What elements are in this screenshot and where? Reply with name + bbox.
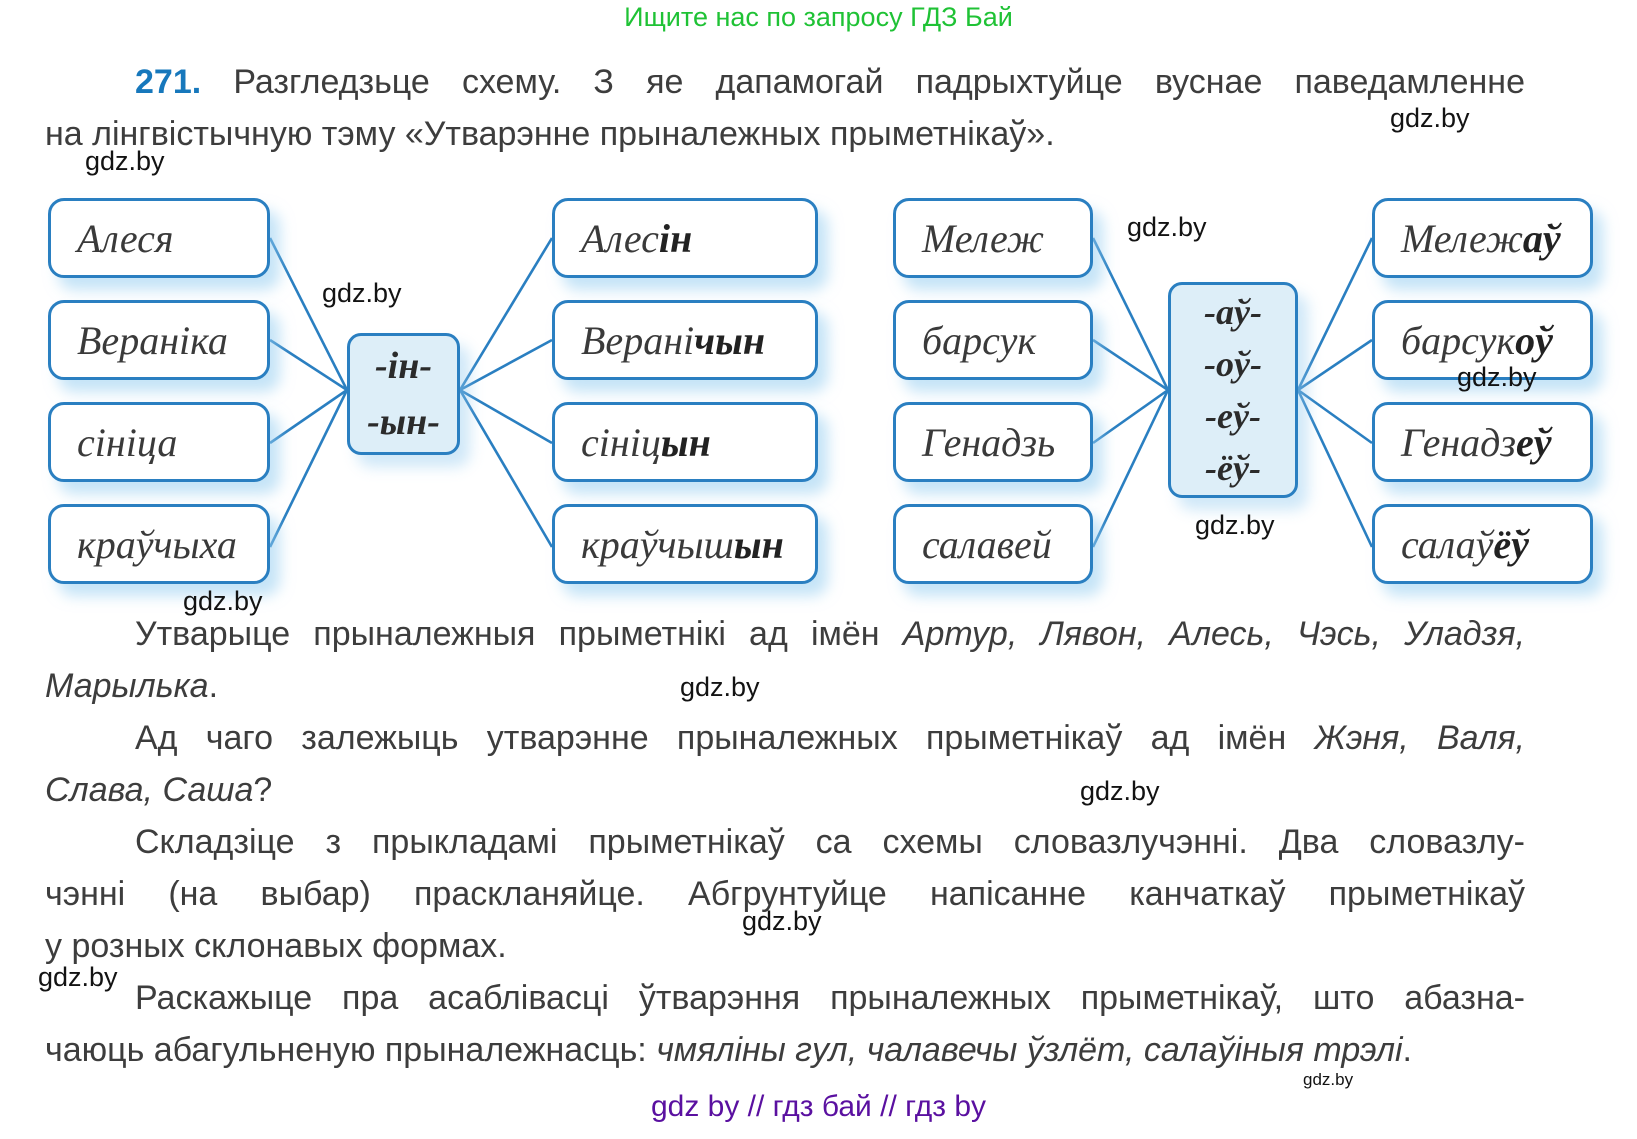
- gdz-watermark: gdz.by: [680, 672, 760, 702]
- paragraph-line: у розных склонавых формах.: [45, 920, 1525, 972]
- paragraph: Ад чаго залежыць утварэнне прыналежных п…: [45, 712, 1525, 816]
- text-run: Утварыце прыналежныя прыметнікі ад імён: [135, 615, 903, 653]
- italic-text-run: Артур, Лявон, Алесь, Чэсь, Уладзя,: [902, 615, 1526, 653]
- paragraph-line: Ад чаго залежыць утварэнне прыналежных п…: [45, 712, 1525, 764]
- suffix-highlight: ын: [733, 521, 784, 567]
- gdz-watermark: gdz.by: [742, 906, 822, 936]
- suffix-line: -еў-: [1205, 396, 1261, 436]
- word-box-source: барсук: [893, 300, 1093, 380]
- text-run: .: [208, 667, 219, 705]
- paragraph-line: Марылька.: [45, 660, 1525, 712]
- text-run: чаюць абагульненую прыналежнасць:: [45, 1031, 657, 1069]
- text-run: у розных склонавых формах.: [45, 927, 507, 965]
- suffix-line: -ын-: [367, 401, 440, 443]
- text-run: Ад чаго залежыць утварэнне прыналежных п…: [135, 719, 1315, 757]
- suffix-line: -ін-: [375, 345, 432, 387]
- suffix-highlight: оў: [1515, 317, 1553, 363]
- suffix-highlight: ын: [660, 419, 711, 465]
- word-box-source: Алеся: [48, 198, 270, 278]
- italic-text-run: Марылька: [45, 667, 209, 705]
- title-line: 271. Разгледзьце схему. З яе дапамогай п…: [135, 63, 1525, 101]
- text-run: ?: [253, 771, 273, 809]
- suffix-highlight: ёў: [1493, 521, 1529, 567]
- gdz-watermark: gdz.by: [1127, 212, 1207, 242]
- italic-text-run: Слава, Саша: [45, 771, 254, 809]
- gdz-watermark: gdz.by: [322, 278, 402, 308]
- suffix-line: -ёў-: [1205, 448, 1261, 488]
- text-run: Складзіце з прыкладамі прыметнікаў са сх…: [135, 823, 1525, 861]
- suffix-line: -аў-: [1204, 292, 1262, 332]
- word-box-source: салавей: [893, 504, 1093, 584]
- italic-text-run: чмяліны гул, чалавечы ўзлёт, салаўіныя т…: [656, 1031, 1403, 1069]
- gdz-watermark: gdz.by: [183, 586, 263, 616]
- exercise-number: 271.: [135, 63, 202, 101]
- gdz-watermark: gdz.by: [1457, 362, 1537, 392]
- gdz-watermark: gdz.by: [1195, 510, 1275, 540]
- gdz-watermark: gdz.by: [1390, 103, 1470, 133]
- gdz-watermark: gdz.by: [1080, 776, 1160, 806]
- suffix-line: -оў-: [1204, 344, 1262, 384]
- suffix-box-au-ou-eu-you: -аў- -оў- -еў- -ёў-: [1168, 282, 1298, 498]
- italic-text-run: Жэня, Валя,: [1314, 719, 1525, 757]
- paragraph-line: чэнні (на выбар) праскланяйце. Абгрунтуй…: [45, 868, 1525, 920]
- paragraph: Складзіце з прыкладамі прыметнікаў са сх…: [45, 816, 1525, 972]
- word-box-source: Генадзь: [893, 402, 1093, 482]
- word-box-source: Вераніка: [48, 300, 270, 380]
- footer-watermark: gdz by // гдз бай // гдз by: [650, 1090, 987, 1123]
- suffix-highlight: ін: [658, 215, 693, 261]
- paragraph-line: чаюць абагульненую прыналежнасць: чмялін…: [45, 1024, 1525, 1076]
- gdz-watermark: gdz.by: [1303, 1070, 1354, 1089]
- exercise-title: 271. Разгледзьце схему. З яе дапамогай п…: [45, 56, 1525, 160]
- paragraph: Раскажыце пра асаблівасці ўтварэння прын…: [45, 972, 1525, 1076]
- word-box-source: краўчыха: [48, 504, 270, 584]
- suffix-highlight: еў: [1516, 419, 1552, 465]
- gdz-watermark: gdz.by: [85, 146, 165, 176]
- suffix-highlight: чын: [694, 317, 766, 363]
- paragraph-line: Утварыце прыналежныя прыметнікі ад імён …: [45, 608, 1525, 660]
- suffix-highlight: аў: [1522, 215, 1561, 261]
- paragraph-line: Складзіце з прыкладамі прыметнікаў са сх…: [45, 816, 1525, 868]
- promo-banner: Ищите нас по запросу ГДЗ Бай: [624, 2, 1013, 32]
- suffix-box-in-yn: -ін- -ын-: [347, 333, 460, 455]
- text-run: Раскажыце пра асаблівасці ўтварэння прын…: [135, 979, 1525, 1017]
- text-run: чэнні (на выбар) праскланяйце. Абгрунтуй…: [45, 875, 1525, 913]
- word-box-source: Мележ: [893, 198, 1093, 278]
- paragraph-line: Слава, Саша?: [45, 764, 1525, 816]
- paragraph: Утварыце прыналежныя прыметнікі ад імён …: [45, 608, 1525, 712]
- word-box-source: сініца: [48, 402, 270, 482]
- task-paragraphs: Утварыце прыналежныя прыметнікі ад імён …: [45, 608, 1525, 1076]
- gdz-watermark: gdz.by: [38, 962, 118, 992]
- paragraph-line: Раскажыце пра асаблівасці ўтварэння прын…: [45, 972, 1525, 1024]
- text-run: .: [1402, 1031, 1412, 1069]
- title-line: на лінгвістычную тэму «Утварэнне прынале…: [45, 115, 1055, 153]
